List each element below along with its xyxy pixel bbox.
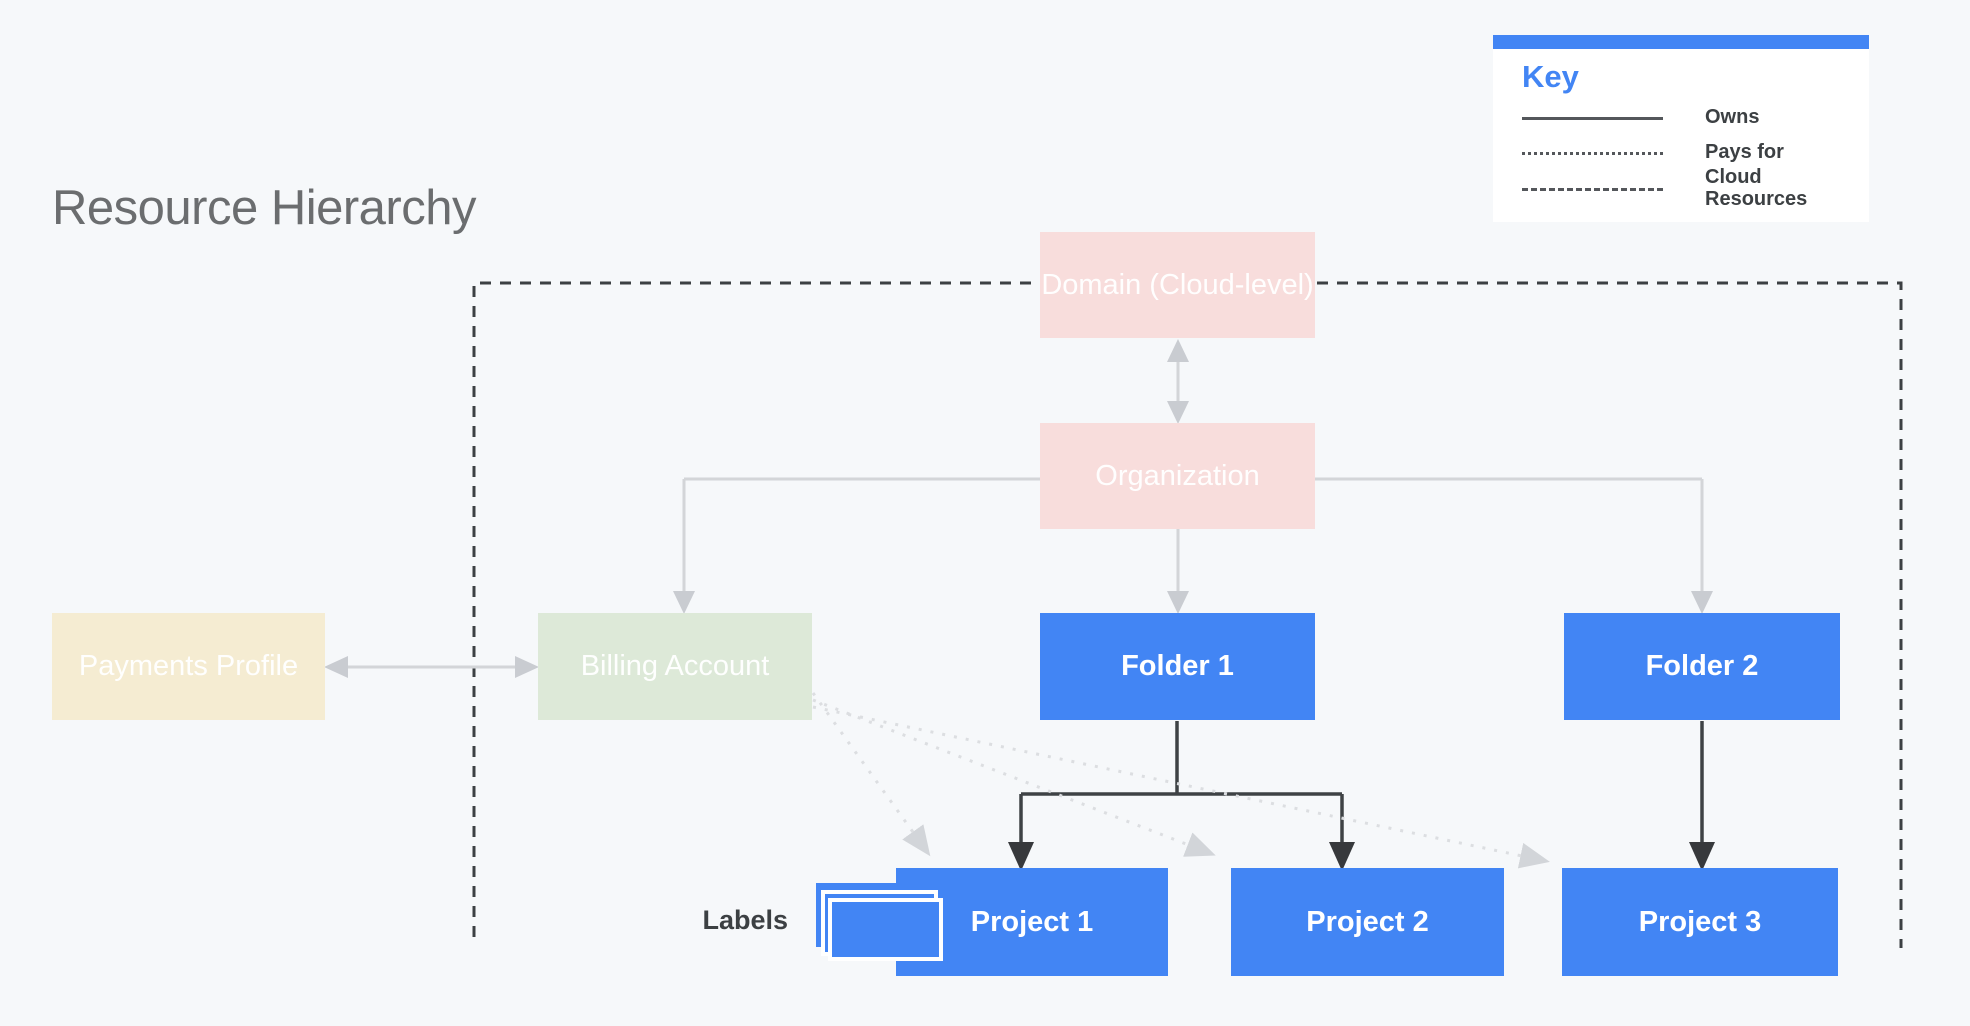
node-payments-profile-label: Payments Profile bbox=[78, 650, 299, 682]
legend-label-cloud-resources: Cloud Resources bbox=[1705, 166, 1808, 211]
node-organization: Organization bbox=[1040, 423, 1315, 529]
legend-label-owns: Owns bbox=[1705, 106, 1760, 128]
cloud-resources-boundary bbox=[472, 281, 1903, 948]
cloud-resources-line-sample bbox=[1522, 188, 1663, 191]
legend-title: Key bbox=[1522, 59, 1579, 94]
node-project-3: Project 3 bbox=[1562, 868, 1838, 976]
folder-project-arrowheads bbox=[1008, 842, 1715, 871]
node-payments-profile: Payments Profile bbox=[52, 613, 325, 720]
node-folder-1-label: Folder 1 bbox=[1121, 650, 1234, 682]
node-folder-2-label: Folder 2 bbox=[1645, 650, 1759, 682]
page-title: Resource Hierarchy bbox=[52, 181, 477, 235]
owns-line-sample bbox=[1522, 117, 1663, 120]
node-domain: Domain (Cloud-level) bbox=[1040, 232, 1315, 338]
pays-for-connectors bbox=[811, 692, 1550, 869]
node-project-2: Project 2 bbox=[1231, 868, 1504, 976]
node-folder-2: Folder 2 bbox=[1564, 613, 1840, 720]
node-organization-label: Organization bbox=[1095, 459, 1260, 492]
legend-accent-bar bbox=[1493, 35, 1869, 49]
node-folder-1: Folder 1 bbox=[1040, 613, 1315, 720]
node-billing-account: Billing Account bbox=[538, 613, 812, 720]
node-billing-account-label: Billing Account bbox=[580, 650, 770, 682]
owns-arrowheads bbox=[324, 339, 1713, 678]
labels-stack-icon bbox=[828, 898, 943, 961]
node-domain-label: Domain (Cloud-level) bbox=[1041, 268, 1314, 301]
legend-label-pays-for: Pays for bbox=[1705, 141, 1784, 163]
node-project-3-label: Project 3 bbox=[1638, 905, 1762, 938]
folder-project-connectors bbox=[1019, 721, 1704, 844]
labels-caption: Labels bbox=[702, 905, 788, 935]
pays-for-line-sample bbox=[1522, 152, 1663, 155]
node-project-1-label: Project 1 bbox=[970, 905, 1094, 938]
legend-key: Key Owns Pays for Cloud Resources bbox=[1493, 35, 1869, 222]
node-project-2-label: Project 2 bbox=[1306, 905, 1429, 938]
